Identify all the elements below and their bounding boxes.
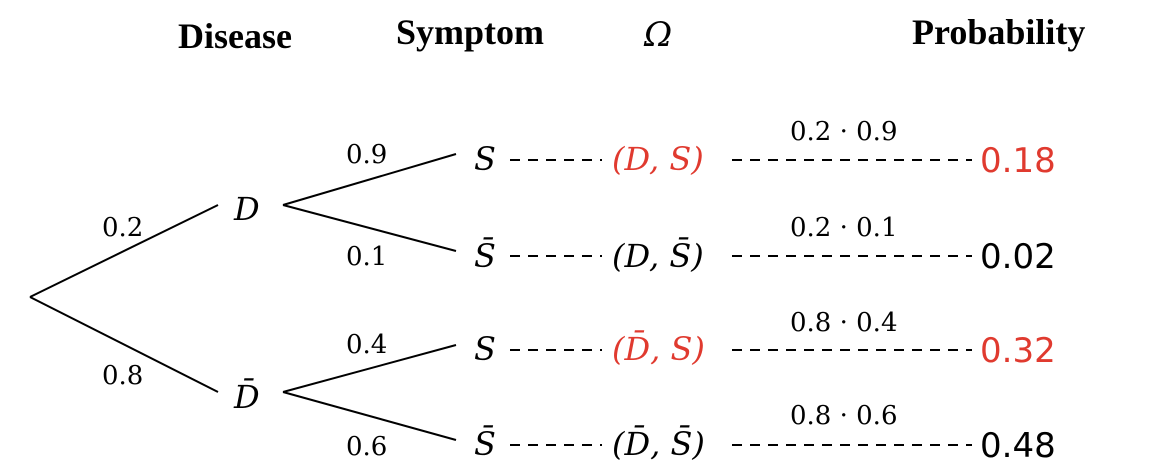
edge-d-to-sbar <box>282 204 457 252</box>
edge-root-to-d <box>29 204 219 298</box>
edge-d-to-s <box>282 153 457 206</box>
product-d-s: 0.2 · 0.9 <box>790 117 898 147</box>
node-dbar-s: S <box>474 330 496 368</box>
header-symptom: Symptom <box>396 12 544 52</box>
product-d-sbar: 0.2 · 0.1 <box>790 213 898 243</box>
outcome-d-s: (D, S) <box>612 140 704 178</box>
result-dbar-sbar: 0.48 <box>980 426 1056 466</box>
outcome-d-sbar: (D, S̄) <box>612 237 704 275</box>
node-d-sbar: S̄ <box>474 237 496 275</box>
edge-root-to-dbar <box>29 296 219 393</box>
edge-dbar-to-sbar <box>282 391 457 441</box>
header-probability: Probability <box>912 12 1085 52</box>
edge-dbar-to-s <box>282 344 457 393</box>
node-dbar: D̄ <box>233 378 260 416</box>
node-d-s: S <box>474 140 496 178</box>
prob-dbar-s: 0.4 <box>346 330 387 360</box>
node-dbar-sbar: S̄ <box>474 425 496 463</box>
prob-dbar: 0.8 <box>102 361 143 391</box>
outcome-dbar-sbar: (D̄, S̄) <box>612 425 705 463</box>
result-dbar-s: 0.32 <box>980 331 1056 371</box>
prob-dbar-sbar: 0.6 <box>346 432 387 462</box>
header-disease: Disease <box>178 16 292 56</box>
prob-d: 0.2 <box>102 213 143 243</box>
node-d: D <box>233 190 260 228</box>
product-dbar-s: 0.8 · 0.4 <box>790 308 898 338</box>
prob-d-sbar: 0.1 <box>346 242 387 272</box>
result-d-sbar: 0.02 <box>980 237 1056 277</box>
product-dbar-sbar: 0.8 · 0.6 <box>790 401 898 431</box>
outcome-dbar-s: (D̄, S) <box>612 330 705 368</box>
result-d-s: 0.18 <box>980 141 1056 181</box>
prob-d-s: 0.9 <box>346 140 387 170</box>
header-omega: Ω <box>643 15 672 55</box>
